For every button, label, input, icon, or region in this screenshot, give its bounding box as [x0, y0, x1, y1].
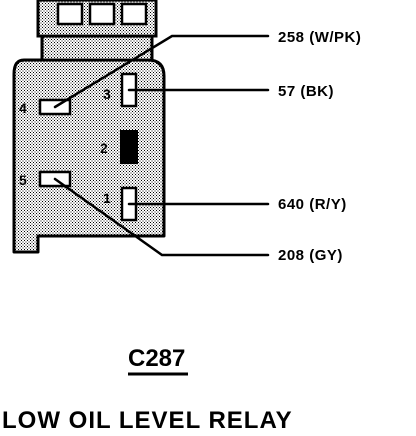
pin-5-number: 5 — [19, 172, 27, 188]
wire-208-leader — [53, 177, 270, 257]
connector-id: C287 — [128, 345, 185, 372]
wire-258-leader — [53, 34, 270, 109]
component-title: LOW OIL LEVEL RELAY — [2, 407, 293, 434]
connector-latch — [36, 0, 158, 62]
pin-2-number: 2 — [100, 140, 108, 156]
wire-label-640: 640 (R/Y) — [278, 196, 347, 213]
pin-2-terminal — [120, 130, 138, 164]
pin-3-number: 3 — [103, 86, 111, 102]
wire-label-208: 208 (GY) — [278, 247, 343, 264]
pin-4-number: 4 — [19, 100, 27, 116]
wire-label-258: 258 (W/PK) — [278, 29, 361, 46]
pin-1-number: 1 — [103, 190, 111, 206]
wire-label-57: 57 (BK) — [278, 83, 334, 100]
